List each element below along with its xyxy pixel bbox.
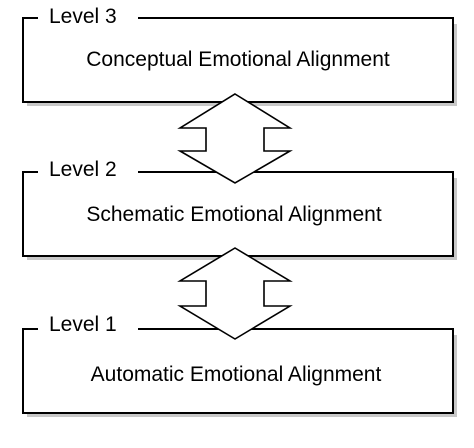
level-1-box-frame <box>22 328 454 414</box>
level-1-label: Level 1 <box>49 313 117 336</box>
level-1-label-background <box>38 313 138 337</box>
level-2-label: Level 2 <box>49 158 117 181</box>
level-3-label-background <box>38 4 138 28</box>
level-2-box: Level 2 Schematic Emotional Alignment <box>22 157 454 257</box>
level-3-box: Level 3 Conceptual Emotional Alignment <box>22 4 454 103</box>
level-2-label-background <box>38 157 138 181</box>
level-1-title: Automatic Emotional Alignment <box>91 363 382 386</box>
double-arrow-icon-level-3-2 <box>177 93 293 184</box>
level-3-title: Conceptual Emotional Alignment <box>86 48 390 71</box>
level-3-label: Level 3 <box>49 5 117 28</box>
level-3-box-frame <box>22 17 454 103</box>
level-1-box: Level 1 Automatic Emotional Alignment <box>22 313 454 414</box>
double-arrow-icon-level-2-1 <box>177 247 293 340</box>
level-2-title: Schematic Emotional Alignment <box>86 203 381 226</box>
